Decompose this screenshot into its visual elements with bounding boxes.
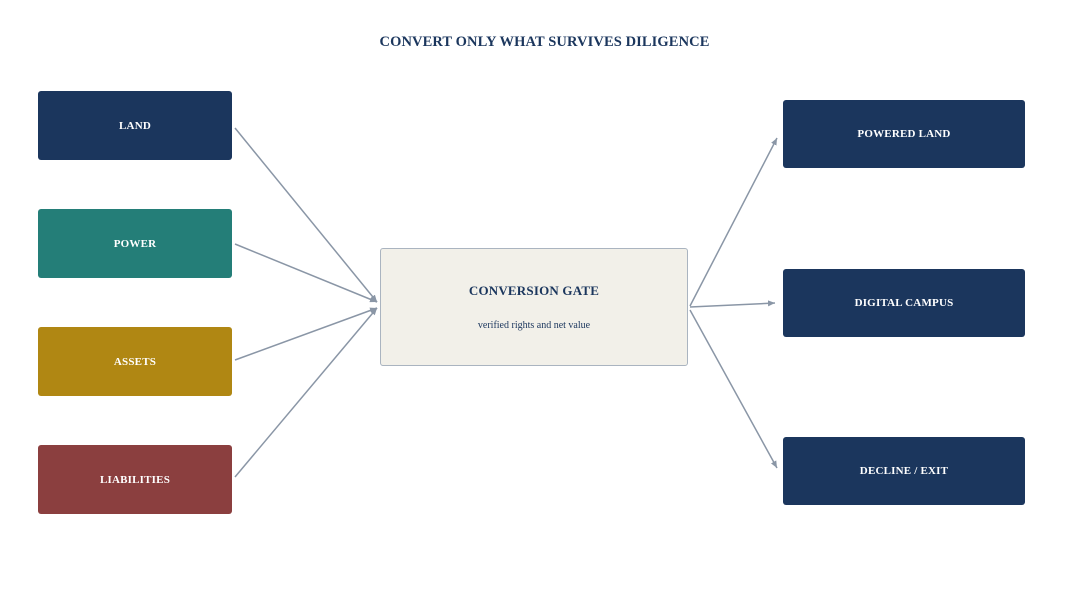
connector-power-to-gate [234,243,378,303]
gate-subtitle: verified rights and net value [477,320,591,331]
connector-gate-to-powered-land [689,137,778,307]
connector-gate-to-decline-exit [689,309,778,469]
input-node-land: LAND [38,91,232,160]
connector-assets-to-gate [234,307,378,361]
input-node-label: POWER [113,237,157,250]
output-node-label: DIGITAL CAMPUS [854,297,954,309]
input-node-label: LIABILITIES [99,473,171,486]
output-node-powered-land: POWERED LAND [783,100,1025,168]
input-node-liabilities: LIABILITIES [38,445,232,514]
connector-land-to-gate [234,127,378,303]
gate-title: CONVERSION GATE [468,283,600,298]
input-node-label: ASSETS [113,355,157,368]
output-node-digital-campus: DIGITAL CAMPUS [783,269,1025,337]
output-node-decline-exit: DECLINE / EXIT [783,437,1025,505]
connector-gate-to-digital-campus [689,300,776,308]
input-node-assets: ASSETS [38,327,232,396]
input-node-power: POWER [38,209,232,278]
input-node-label: LAND [119,119,151,132]
output-node-label: POWERED LAND [857,128,951,140]
connector-liabilities-to-gate [234,307,378,478]
conversion-gate-node: CONVERSION GATE verified rights and net … [380,248,688,366]
diagram-title: CONVERT ONLY WHAT SURVIVES DILIGENCE [379,34,710,50]
output-node-label: DECLINE / EXIT [859,465,949,477]
